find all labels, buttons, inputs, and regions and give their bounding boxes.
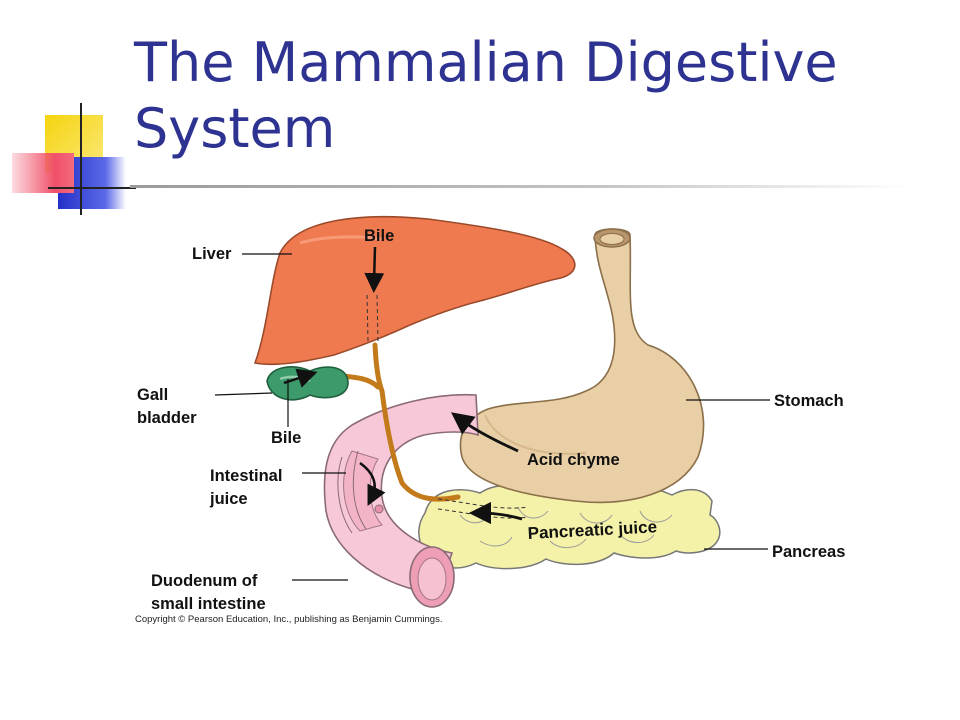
label-pancreas: Pancreas (772, 543, 845, 561)
label-duodenum-line2: small intestine (151, 595, 266, 613)
gall-bladder-organ (266, 366, 349, 401)
label-bile-bottom: Bile (271, 429, 301, 447)
label-gall-line2: bladder (137, 409, 197, 427)
title-divider (130, 185, 910, 188)
arrow-acid-chyme (451, 412, 519, 453)
duct-opening (374, 504, 384, 514)
label-bile-top: Bile (364, 227, 394, 245)
copyright-notice: Copyright © Pearson Education, Inc., pub… (135, 614, 443, 625)
title-line-1: The Mammalian Digestive (134, 31, 838, 94)
title-line-2: System (134, 97, 336, 160)
page-title: The Mammalian Digestive System (134, 30, 934, 162)
arrow-intestinal (359, 461, 386, 506)
deco-horizontal-line (48, 187, 136, 189)
flow-arrows (283, 246, 523, 525)
stomach-organ (459, 228, 705, 504)
digestive-system-diagram: Liver Bile Gall bladder Bile Intestinal … (137, 215, 845, 613)
label-intestinal-line2: juice (209, 490, 248, 508)
arrow-pancreatic-juice (468, 501, 523, 525)
duodenum-organ (323, 393, 479, 608)
label-duodenum-line1: Duodenum of (151, 572, 258, 590)
liver-organ (253, 215, 576, 366)
pancreas-organ (418, 484, 721, 570)
title-decoration (0, 95, 140, 225)
pancreatic-channel-dashed (437, 498, 529, 519)
leader-lines (214, 253, 770, 581)
label-acid-chyme: Acid chyme (527, 451, 620, 469)
arrow-bile-down (364, 246, 385, 293)
bile-channel-dashed (366, 294, 379, 342)
deco-vertical-line (80, 103, 82, 215)
label-intestinal-line1: Intestinal (210, 467, 282, 485)
label-stomach: Stomach (774, 392, 844, 410)
deco-red-square (12, 153, 74, 193)
label-liver: Liver (192, 245, 232, 263)
label-gall-line1: Gall (137, 386, 168, 404)
